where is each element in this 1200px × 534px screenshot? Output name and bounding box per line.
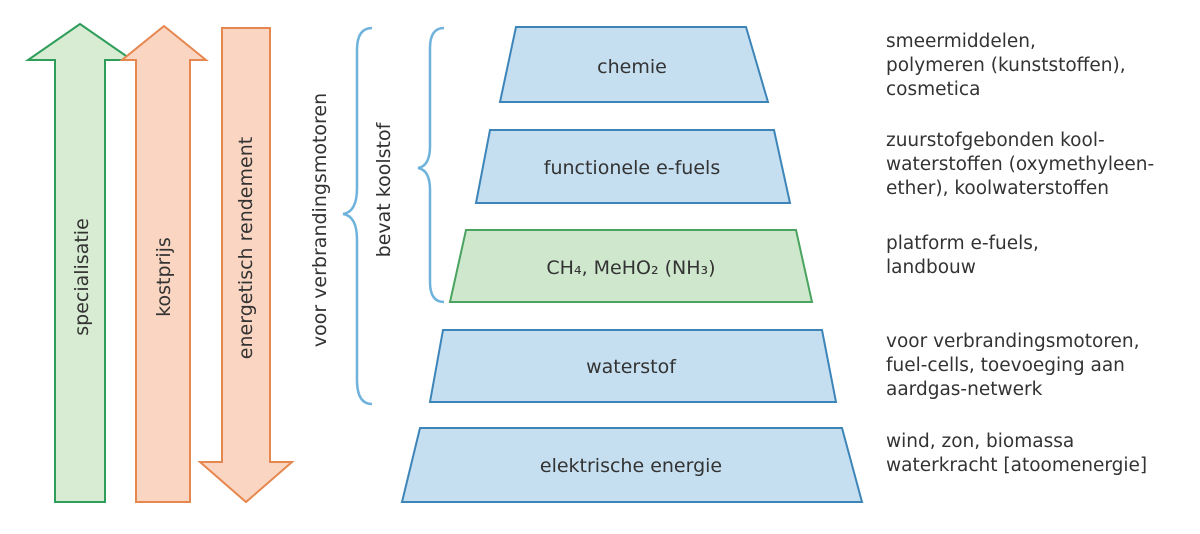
contains-carbon-brace [417,26,445,304]
description-line: polymeren (kunststoffen), [886,55,1126,76]
level-hydrogen-shape [428,329,838,403]
level-functional-e-fuels: functionele e-fuels [474,129,792,204]
level-chemistry-label: chemie [597,56,667,78]
specialisation-arrow-shape [24,22,136,503]
cost-arrow-label: kostprijs [153,237,175,317]
description-hydrogen: voor verbrandingsmotoren, fuel-cells, to… [886,330,1140,402]
efficiency-arrow-label: energetisch rendement [235,137,257,359]
level-functional-e-fuels-shape [474,129,792,204]
specialisation-arrow: specialisatie [24,22,136,503]
level-hydrogen-label: waterstof [586,356,677,378]
description-line: waterkracht [atoomenergie] [886,455,1148,476]
level-electric-energy-label: elektrische energie [540,455,722,477]
description-line: smeermiddelen, [886,31,1036,52]
description-line: waterstoffen (oxymethyleen- [886,154,1155,175]
description-line: fuel-cells, toevoeging aan [886,355,1125,376]
level-platform-fuels-shape [448,229,814,303]
cost-arrow: kostprijs [119,24,209,503]
cost-arrow-shape [119,24,209,503]
level-electric-energy: elektrische energie [400,427,864,503]
description-line: zuurstofgebonden kool- [886,130,1105,151]
level-chemistry: chemie [498,26,770,103]
level-electric-energy-shape [400,427,864,503]
efficiency-arrow-shape [197,27,295,504]
contains-carbon-label: bevat koolstof [373,121,395,257]
combustion-engines-brace [342,26,373,406]
description-line: aardgas-netwerk [886,379,1043,400]
description-line: wind, zon, biomassa [886,431,1075,452]
level-functional-e-fuels-label: functionele e-fuels [544,157,720,179]
description-functional-e-fuels: zuurstofgebonden kool- waterstoffen (oxy… [886,129,1154,201]
description-line: platform e-fuels, [886,233,1039,254]
description-platform-fuels: platform e-fuels, landbouw [886,232,1039,280]
description-line: cosmetica [886,79,981,100]
level-hydrogen: waterstof [428,329,838,403]
level-platform-fuels-label: CH₄, MeHO₂ (NH₃) [546,257,715,279]
description-chemistry: smeermiddelen, polymeren (kunststoffen),… [886,30,1126,102]
description-electric-energy: wind, zon, biomassa waterkracht [atoomen… [886,430,1147,478]
description-line: voor verbrandingsmotoren, [886,331,1140,352]
combustion-engines-label: voor verbrandingsmotoren [309,93,331,347]
efficiency-arrow: energetisch rendement [197,27,295,504]
specialisation-arrow-label: specialisatie [71,218,93,336]
level-platform-fuels: CH₄, MeHO₂ (NH₃) [448,229,814,303]
description-line: landbouw [886,257,976,278]
level-chemistry-shape [498,26,770,103]
description-line: ether), koolwaterstoffen [886,178,1109,199]
